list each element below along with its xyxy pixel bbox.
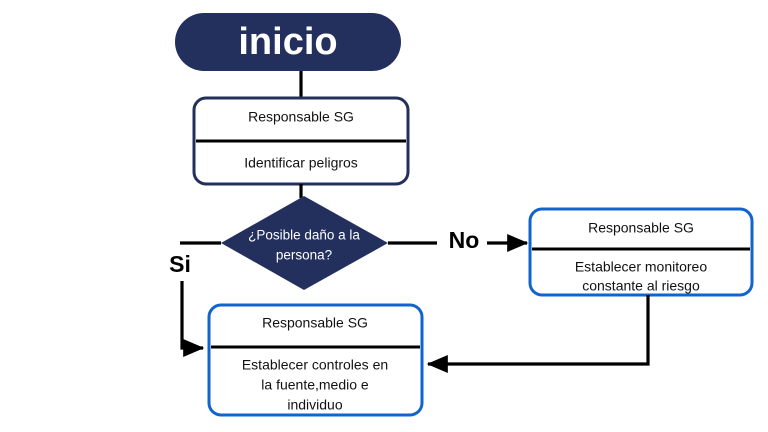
node-identificar-peligros[interactable]: Responsable SG Identificar peligros (192, 96, 410, 186)
node-decision-dano-persona[interactable]: ¿Posible daño a la persona? (221, 196, 388, 290)
decision-shape (221, 196, 388, 290)
establecer-monitoreo-action-line2: constante al riesgo (582, 278, 700, 294)
edge-label-si: Si (169, 251, 191, 277)
node-establecer-monitoreo[interactable]: Responsable SG Establecer monitoreo cons… (528, 207, 754, 297)
node-establecer-controles[interactable]: Responsable SG Establecer controles en l… (207, 303, 424, 417)
establecer-controles-action-line2: la fuente,medio e (261, 377, 369, 393)
edge-label-no: No (449, 227, 480, 253)
establecer-controles-action-line3: individuo (287, 397, 342, 413)
establecer-monitoreo-role: Responsable SG (588, 220, 694, 236)
decision-label-line1: ¿Posible daño a la (248, 228, 360, 243)
inicio-label: inicio (238, 21, 337, 63)
establecer-monitoreo-action-line1: Establecer monitoreo (575, 259, 708, 275)
node-inicio[interactable]: inicio (175, 13, 401, 71)
identificar-peligros-role: Responsable SG (248, 109, 354, 125)
establecer-controles-role: Responsable SG (262, 315, 368, 331)
connector-si-to-controls (180, 281, 205, 357)
inicio-shape (175, 13, 401, 71)
decision-label-line2: persona? (276, 248, 332, 263)
connector-monitor-to-controls (426, 295, 650, 373)
establecer-monitoreo-shape (528, 207, 754, 297)
identificar-peligros-action: Identificar peligros (244, 155, 358, 171)
establecer-controles-action-line1: Establecer controles en (242, 357, 388, 373)
establecer-controles-shape (207, 303, 424, 417)
